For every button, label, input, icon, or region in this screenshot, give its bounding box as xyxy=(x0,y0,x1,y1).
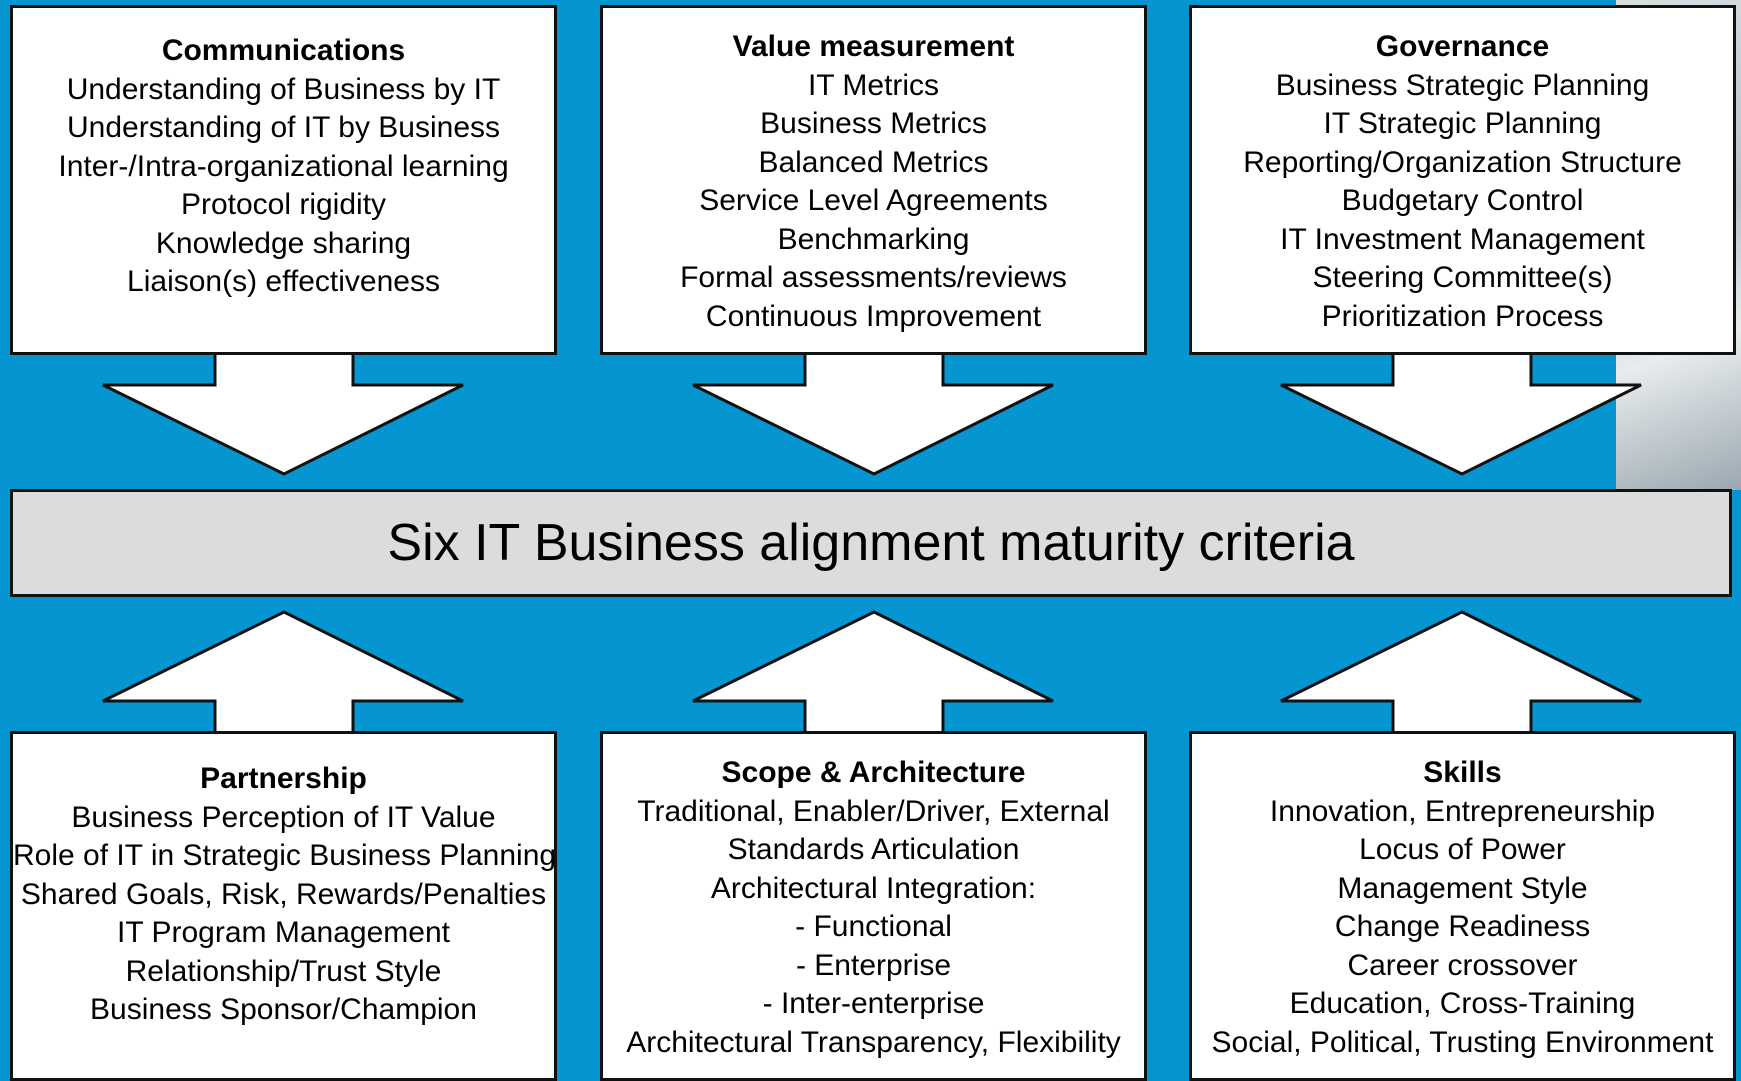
criterion-item: Liaison(s) effectiveness xyxy=(127,265,440,298)
criterion-title: Scope & Architecture xyxy=(721,756,1026,789)
criterion-title: Partnership xyxy=(200,762,367,795)
criterion-item: Budgetary Control xyxy=(1341,184,1584,217)
criterion-item: IT Investment Management xyxy=(1280,222,1645,256)
criterion-box-skills: Skills Innovation, Entrepreneurship Locu… xyxy=(1189,731,1736,1081)
down-arrow-communications xyxy=(102,348,464,476)
criterion-item: Innovation, Entrepreneurship xyxy=(1269,794,1656,828)
criterion-item: IT Metrics xyxy=(807,68,940,102)
criterion-title: Governance xyxy=(1375,30,1550,63)
criterion-item: Shared Goals, Risk, Rewards/Penalties xyxy=(20,877,547,911)
criterion-items: Business Strategic Planning IT Strategic… xyxy=(1192,67,1733,337)
criterion-item: Understanding of IT by Business xyxy=(66,111,501,144)
criterion-items: Business Perception of IT Value Role of … xyxy=(13,799,557,1030)
criterion-items: IT Metrics Business Metrics Balanced Met… xyxy=(603,67,1144,337)
criterion-item: Continuous Improvement xyxy=(705,299,1042,333)
criterion-item: Service Level Agreements xyxy=(699,184,1048,217)
criterion-item: Protocol rigidity xyxy=(180,188,387,221)
criterion-item: Prioritization Process xyxy=(1321,299,1604,333)
criterion-item: Career crossover xyxy=(1347,948,1578,982)
criterion-item: Architectural Transparency, Flexibility xyxy=(626,1025,1121,1059)
up-arrow-skills xyxy=(1280,610,1642,736)
criterion-item: Management Style xyxy=(1337,871,1588,905)
criterion-item: Locus of Power xyxy=(1359,833,1566,866)
criterion-item: Architectural Integration: xyxy=(710,871,1037,905)
criterion-item: Relationship/Trust Style xyxy=(125,954,442,988)
criterion-item: Change Readiness xyxy=(1334,910,1591,943)
criterion-item: Inter-/Intra-organizational learning xyxy=(58,149,509,183)
maturity-criteria-banner: Six IT Business alignment maturity crite… xyxy=(10,489,1732,597)
criterion-item: Education, Cross-Training xyxy=(1289,987,1636,1020)
up-arrow-partnership xyxy=(102,610,464,736)
criterion-item: Business Perception of IT Value xyxy=(71,800,496,834)
down-arrow-value-measurement xyxy=(692,348,1054,476)
criterion-item: IT Strategic Planning xyxy=(1323,107,1602,140)
criterion-item: - Enterprise xyxy=(795,948,952,982)
criterion-title: Skills xyxy=(1423,756,1502,789)
criterion-box-communications: Communications Understanding of Business… xyxy=(10,5,557,355)
criterion-item: Standards Articulation xyxy=(727,833,1020,866)
criterion-items: Understanding of Business by IT Understa… xyxy=(13,71,554,302)
criterion-item: Traditional, Enabler/Driver, External xyxy=(637,794,1110,828)
criterion-box-governance: Governance Business Strategic Planning I… xyxy=(1189,5,1736,355)
criterion-item: Understanding of Business by IT xyxy=(66,72,501,106)
criterion-item: Formal assessments/reviews xyxy=(680,261,1067,294)
criterion-item: Role of IT in Strategic Business Plannin… xyxy=(13,839,557,872)
up-arrow-scope-architecture xyxy=(692,610,1054,736)
down-arrow-governance xyxy=(1280,348,1642,476)
criterion-item: Benchmarking xyxy=(777,222,970,256)
criterion-item: - Inter-enterprise xyxy=(762,987,985,1020)
criterion-title: Value measurement xyxy=(732,30,1015,63)
criterion-item: - Functional xyxy=(795,910,952,943)
criterion-item: Steering Committee(s) xyxy=(1312,261,1613,294)
criterion-box-value-measurement: Value measurement IT Metrics Business Me… xyxy=(600,5,1147,355)
criterion-item: Balanced Metrics xyxy=(758,145,989,179)
criterion-item: Reporting/Organization Structure xyxy=(1243,145,1682,179)
criterion-item: Business Sponsor/Champion xyxy=(90,993,477,1026)
criterion-items: Traditional, Enabler/Driver, External St… xyxy=(603,793,1144,1063)
criterion-item: Knowledge sharing xyxy=(155,226,412,260)
criterion-item: IT Program Management xyxy=(117,916,450,949)
banner-title: Six IT Business alignment maturity crite… xyxy=(387,514,1355,572)
criterion-box-scope-architecture: Scope & Architecture Traditional, Enable… xyxy=(600,731,1147,1081)
criterion-item: Business Strategic Planning xyxy=(1275,68,1650,102)
criterion-item: Social, Political, Trusting Environment xyxy=(1211,1025,1714,1059)
criterion-box-partnership: Partnership Business Perception of IT Va… xyxy=(10,731,557,1081)
criterion-title: Communications xyxy=(161,34,406,67)
criterion-item: Business Metrics xyxy=(760,107,987,140)
criterion-items: Innovation, Entrepreneurship Locus of Po… xyxy=(1192,793,1733,1063)
